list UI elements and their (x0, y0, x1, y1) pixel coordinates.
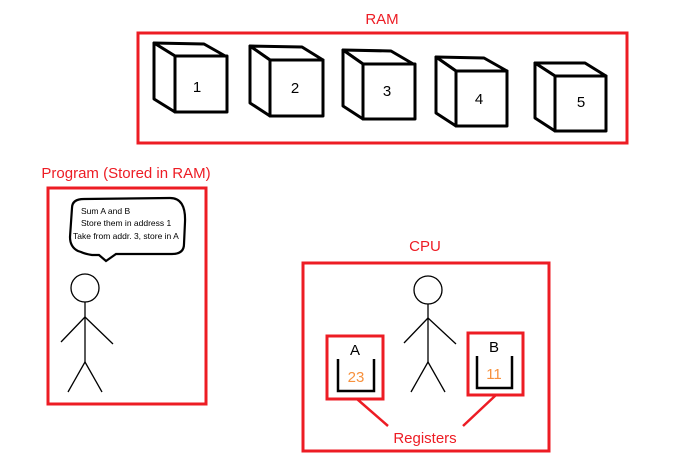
register-a-box (325, 334, 385, 401)
register-b: B 11 (466, 331, 525, 397)
speech-line-2: Store them in address 1 (81, 218, 172, 228)
cpu-stick-figure (403, 275, 457, 393)
program-title: Program (Stored in RAM) (41, 165, 210, 182)
ram-cell-5: 5 (533, 61, 608, 133)
speech-line-3: Take from addr. 3, store in A (73, 231, 179, 241)
ram-cell-1: 1 (152, 41, 229, 114)
cube-label: 2 (291, 80, 299, 97)
register-b-value: 11 (486, 366, 502, 383)
cube-label: 5 (577, 94, 585, 111)
cpu-box (301, 261, 551, 453)
cube-front-face (553, 74, 608, 133)
register-b-bucket (475, 356, 514, 390)
cube-side-face (152, 41, 177, 114)
cpu-title: CPU (409, 238, 441, 255)
registers-label: Registers (393, 430, 456, 447)
figure-right-leg (427, 361, 446, 393)
program-stick-figure (60, 273, 114, 393)
cube-front-face (361, 62, 417, 121)
speech-line-1: Sum A and B (81, 206, 130, 216)
cube-label: 1 (193, 79, 201, 96)
cube-front-face (173, 54, 229, 114)
figure-head (70, 273, 100, 303)
register-a-connector (356, 398, 389, 427)
register-a-bucket (336, 359, 376, 393)
cube-label: 4 (475, 91, 483, 108)
figure-left-leg (410, 361, 429, 393)
figure-head (413, 275, 443, 305)
cube-side-face (434, 55, 458, 128)
cube-side-face (341, 48, 365, 121)
ram-cell-2: 2 (248, 44, 325, 118)
cube-side-face (533, 61, 557, 133)
ram-cell-4: 4 (434, 55, 509, 128)
cube-label: 3 (383, 83, 391, 100)
cube-front-face (268, 58, 325, 118)
cube-side-face (248, 44, 272, 118)
register-a-value: 23 (348, 369, 365, 386)
ram-cell-3: 3 (341, 48, 417, 121)
ram-box (136, 31, 629, 145)
register-a-name: A (350, 342, 360, 359)
figure-right-arm (427, 317, 457, 345)
speech-bubble (68, 196, 187, 263)
figure-left-arm (403, 317, 429, 344)
register-b-name: B (489, 339, 499, 356)
figure-right-arm (84, 316, 114, 345)
cube-front-face (454, 69, 509, 128)
figure-right-leg (84, 361, 103, 393)
figure-left-leg (67, 361, 86, 393)
ram-title: RAM (365, 11, 398, 28)
register-a: A 23 (325, 334, 385, 401)
figure-left-arm (60, 316, 86, 343)
program-box (46, 186, 208, 406)
register-b-connector (462, 394, 497, 427)
